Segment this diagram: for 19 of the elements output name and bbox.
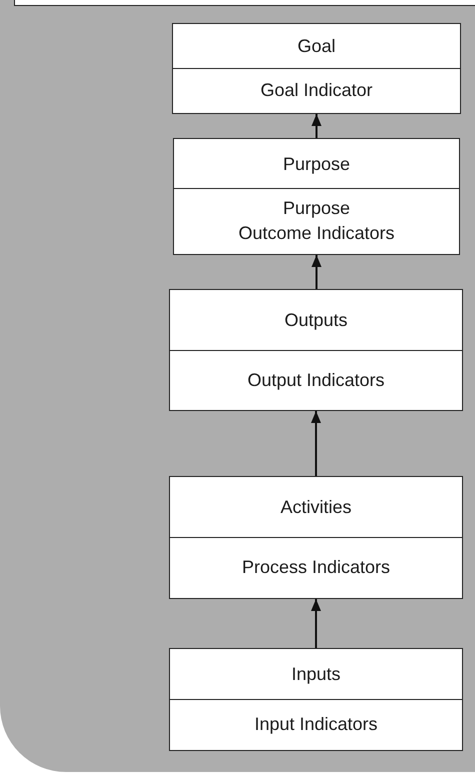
indicator-label: Purpose Outcome Indicators bbox=[238, 197, 395, 245]
indicator-label: Output Indicators bbox=[247, 368, 385, 392]
arrow bbox=[312, 255, 322, 289]
process-box bbox=[173, 138, 460, 255]
arrow bbox=[312, 114, 322, 138]
indicator-label: Goal Indicator bbox=[260, 79, 373, 102]
indicator-label: Input Indicators bbox=[254, 713, 378, 736]
process-box bbox=[169, 648, 463, 751]
process-box bbox=[169, 289, 463, 411]
level-label: Purpose bbox=[282, 152, 350, 176]
level-label: Activities bbox=[280, 496, 352, 519]
level-label: Goal bbox=[297, 35, 336, 58]
arrow bbox=[311, 411, 321, 476]
indicator-label: Process Indicators bbox=[242, 556, 390, 579]
process-box bbox=[169, 476, 463, 599]
level-label: Inputs bbox=[291, 663, 341, 686]
process-box bbox=[172, 23, 461, 114]
level-label: Outputs bbox=[284, 309, 348, 332]
arrow bbox=[311, 599, 321, 648]
